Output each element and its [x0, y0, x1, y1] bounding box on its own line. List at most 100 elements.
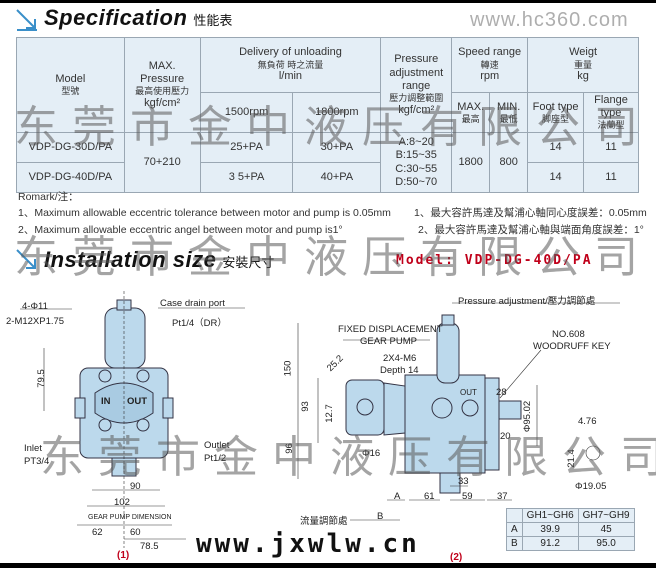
- dim: Φ95.02: [522, 400, 534, 433]
- watermark-site2: www.hc360.com: [470, 9, 629, 31]
- dim: 33: [458, 476, 469, 487]
- table-cell: 40+PA: [292, 162, 382, 194]
- dim: 28: [496, 387, 507, 398]
- label-bolts: 2X4-M6: [383, 353, 417, 364]
- label-inlet-size: PT3/4: [24, 456, 50, 467]
- label-in: IN: [101, 396, 111, 407]
- fig2-caption: (2): [450, 552, 463, 563]
- dim: A: [394, 491, 401, 502]
- dim: 4.76: [578, 416, 597, 427]
- table-cell: 11: [583, 132, 639, 164]
- label-thread: 2-M12XP1.75: [6, 316, 65, 327]
- label-gear-pump: GEAR PUMP: [360, 336, 418, 347]
- label-outlet-size: Pt1/2: [204, 453, 227, 464]
- dim: B: [377, 511, 384, 522]
- pump-side-view: [345, 314, 522, 494]
- remark-title: Romark/注：: [18, 191, 79, 203]
- model-tag: Model: VDP-DG-40D/PA: [396, 253, 593, 268]
- table-cell: 3 5+PA: [199, 162, 294, 194]
- table-cell: 70+210: [123, 132, 201, 194]
- pump-front-view: [74, 299, 174, 477]
- remark-1-en: 1、Maximum allowable eccentric tolerance …: [18, 207, 391, 219]
- dim: 62: [92, 527, 103, 538]
- remark-2-zh: 2、最大容許馬達及幫浦心軸與端面角度誤差：1°: [418, 224, 644, 236]
- dim: 102: [114, 497, 130, 508]
- dimension-lines-fig2: [297, 302, 620, 521]
- dimension-lines-fig1: [20, 291, 245, 548]
- table-row: VDP-DG-40D/PA 3 5+PA 40+PA 14 11: [16, 162, 639, 194]
- dim: 37: [497, 491, 508, 502]
- dim: 60: [130, 527, 141, 538]
- dim: 150: [282, 360, 294, 377]
- table-cell: 30+PA: [292, 132, 382, 164]
- arrow-icon: [16, 249, 36, 269]
- spec-title: Specification 性能表: [44, 5, 232, 31]
- watermark-site: www.jxwlw.cn: [196, 529, 420, 559]
- dim: 79.5: [35, 369, 47, 388]
- label-out: OUT: [460, 388, 477, 397]
- label-drain: Case drain port: [160, 298, 225, 309]
- dim: 21.4: [565, 449, 577, 468]
- table-cell: 14: [527, 162, 584, 194]
- dim: 59: [462, 491, 473, 502]
- header-1800rpm: 1800rpm: [292, 91, 382, 134]
- dim: 96: [283, 443, 295, 454]
- spec-title-zh: 性能表: [193, 13, 233, 28]
- dim: Φ19.05: [575, 481, 607, 492]
- dim: 12.7: [323, 404, 335, 423]
- label-out: OUT: [127, 396, 148, 407]
- table-cell: 95.0: [577, 536, 635, 551]
- fig1-caption: (1): [117, 550, 130, 561]
- label-flow: 流量調節處: [300, 516, 348, 527]
- table-cell: 91.2: [521, 536, 579, 551]
- table-cell: A: [506, 522, 523, 537]
- table-cell: 45: [577, 522, 635, 537]
- table-cell: VDP-DG-40D/PA: [16, 162, 125, 194]
- dim: 78.5: [140, 541, 159, 552]
- label-fixed: FIXED DISPLACEMENT: [338, 324, 443, 335]
- remark-1-zh: 1、最大容許馬達及幫浦心軸同心度誤差：0.05mm: [414, 207, 647, 219]
- label-inlet: Inlet: [24, 443, 42, 454]
- table-cell: GH7~GH9: [577, 508, 635, 523]
- table-cell: GH1~GH6: [521, 508, 579, 523]
- table-cell: [506, 508, 523, 523]
- table-cell: 11: [583, 162, 639, 194]
- label-drain-size: Pt1/4（DR）: [172, 318, 227, 329]
- label-pressure-adj: Pressure adjustment/壓力調節處: [458, 296, 596, 307]
- header-max: MAX.最高: [451, 91, 491, 134]
- table-cell: 39.9: [521, 522, 579, 537]
- label-key2: WOODRUFF KEY: [533, 341, 611, 352]
- installation-drawings: [20, 291, 620, 548]
- arrow-icon: [16, 9, 37, 31]
- label-key: NO.608: [552, 329, 585, 340]
- table-cell: 1800: [451, 132, 491, 194]
- table-cell: 800: [489, 132, 529, 194]
- label-depth: Depth 14: [380, 365, 419, 376]
- table-cell: B: [506, 536, 523, 551]
- label-holes: 4-Φ11: [22, 301, 48, 312]
- dim: Φ16: [362, 448, 381, 459]
- dim: 93: [299, 401, 311, 412]
- label-outlet: Outlet: [204, 440, 230, 451]
- install-title: Installation size 安裝尺寸: [44, 247, 275, 272]
- header-min: MIN.最低: [489, 91, 529, 134]
- spec-title-en: Specification: [44, 5, 188, 30]
- dim: 61: [424, 491, 435, 502]
- remark-2-en: 2、Maximum allowable eccentric angel betw…: [18, 224, 343, 236]
- dim: 90: [130, 481, 141, 492]
- dim: 20: [500, 431, 511, 442]
- label-gear-dim: GEAR PUMP DIMENSION: [88, 514, 172, 521]
